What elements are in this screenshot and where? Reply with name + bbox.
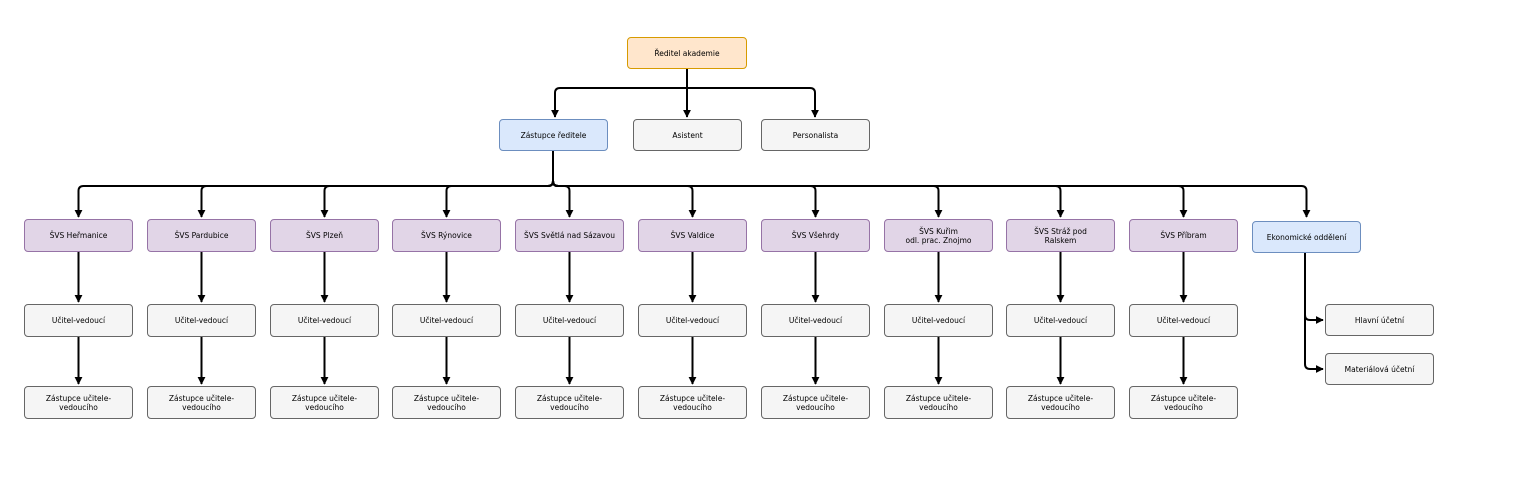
node-zastupce-ucitele-6: Zástupce učitele-vedoucího bbox=[761, 386, 870, 419]
node-ucitel-vedouci-1: Učitel-vedoucí bbox=[147, 304, 256, 337]
connector-arrow-11 bbox=[552, 151, 1065, 218]
connector-arrow-8 bbox=[552, 151, 697, 218]
connector-arrow-2 bbox=[686, 69, 819, 118]
node-branch-3: ŠVS Rýnovice bbox=[392, 219, 501, 252]
connector-arrow-3 bbox=[74, 151, 554, 218]
connector-arrow-4 bbox=[197, 151, 554, 218]
node-zastupce-ucitele-4: Zástupce učitele-vedoucího bbox=[515, 386, 624, 419]
node-branch-4: ŠVS Světlá nad Sázavou bbox=[515, 219, 624, 252]
connector-arrow-6 bbox=[442, 151, 554, 218]
node-zastupce-ucitele-8: Zástupce učitele-vedoucího bbox=[1006, 386, 1115, 419]
node-zastupce-ucitele-2: Zástupce učitele-vedoucího bbox=[270, 386, 379, 419]
node-branch-7: ŠVS Kuřim odl. prac. Znojmo bbox=[884, 219, 993, 252]
node-branch-6: ŠVS Všehrdy bbox=[761, 219, 870, 252]
node-branch-0: ŠVS Heřmanice bbox=[24, 219, 133, 252]
node-ekonomicke-oddeleni: Ekonomické oddělení bbox=[1252, 221, 1361, 253]
node-zastupce-ucitele-7: Zástupce učitele-vedoucího bbox=[884, 386, 993, 419]
connector-arrow-13 bbox=[552, 151, 1311, 218]
node-zastupce-ucitele-9: Zástupce učitele-vedoucího bbox=[1129, 386, 1238, 419]
node-zastupce-ucitele-0: Zástupce učitele-vedoucího bbox=[24, 386, 133, 419]
node-ucitel-vedouci-3: Učitel-vedoucí bbox=[392, 304, 501, 337]
node-zastupce-reditele: Zástupce ředitele bbox=[499, 119, 608, 151]
node-zastupce-ucitele-1: Zástupce učitele-vedoucího bbox=[147, 386, 256, 419]
node-zastupce-ucitele-5: Zástupce učitele-vedoucího bbox=[638, 386, 747, 419]
node-ucitel-vedouci-4: Učitel-vedoucí bbox=[515, 304, 624, 337]
node-branch-8: ŠVS Stráž pod Ralskem bbox=[1006, 219, 1115, 252]
node-ucitel-vedouci-8: Učitel-vedoucí bbox=[1006, 304, 1115, 337]
connector-arrow-35 bbox=[1304, 253, 1324, 373]
connector-arrow-5 bbox=[320, 151, 554, 218]
node-asistent: Asistent bbox=[633, 119, 742, 151]
node-ucitel-vedouci-2: Učitel-vedoucí bbox=[270, 304, 379, 337]
connector-arrow-0 bbox=[551, 69, 688, 118]
node-ucitel-vedouci-5: Učitel-vedoucí bbox=[638, 304, 747, 337]
node-personalista: Personalista bbox=[761, 119, 870, 151]
node-ucitel-vedouci-6: Učitel-vedoucí bbox=[761, 304, 870, 337]
node-reditel-akademie: Ředitel akademie bbox=[627, 37, 747, 69]
node-zastupce-ucitele-3: Zástupce učitele-vedoucího bbox=[392, 386, 501, 419]
node-branch-1: ŠVS Pardubice bbox=[147, 219, 256, 252]
connector-arrow-34 bbox=[1304, 253, 1324, 324]
node-ucitel-vedouci-0: Učitel-vedoucí bbox=[24, 304, 133, 337]
connector-arrow-9 bbox=[552, 151, 820, 218]
node-ucitel-vedouci-9: Učitel-vedoucí bbox=[1129, 304, 1238, 337]
node-ucitel-vedouci-7: Učitel-vedoucí bbox=[884, 304, 993, 337]
connector-arrow-10 bbox=[552, 151, 943, 218]
node-branch-9: ŠVS Příbram bbox=[1129, 219, 1238, 252]
connector-arrow-7 bbox=[552, 151, 574, 218]
node-branch-2: ŠVS Plzeň bbox=[270, 219, 379, 252]
connector-arrow-12 bbox=[552, 151, 1188, 218]
node-materialova-ucetni: Materiálová účetní bbox=[1325, 353, 1434, 385]
node-branch-5: ŠVS Valdice bbox=[638, 219, 747, 252]
node-hlavni-ucetni: Hlavní účetní bbox=[1325, 304, 1434, 336]
